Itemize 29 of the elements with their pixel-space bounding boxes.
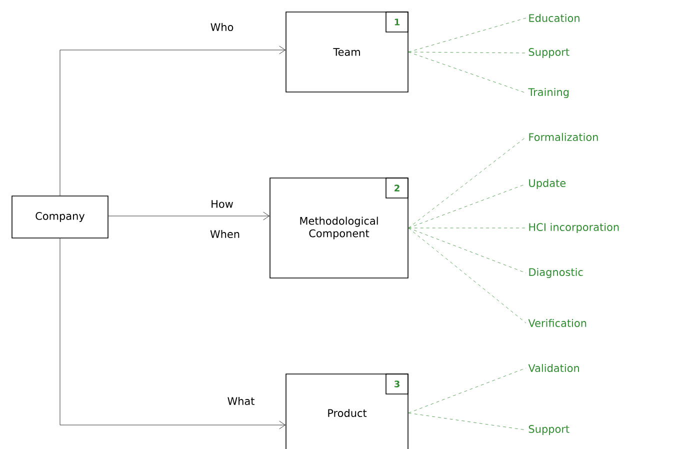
item-label: Validation: [528, 364, 579, 372]
item-label: Support: [528, 48, 570, 58]
dashed-connector: [408, 52, 526, 94]
text-label: When: [208, 228, 242, 240]
arrow: [60, 46, 286, 196]
process-box: Company: [12, 196, 108, 238]
item-label: Education: [529, 14, 580, 22]
dashed-connector: [408, 228, 526, 324]
number-badge: 3: [386, 374, 408, 394]
dashed-connector: [408, 368, 526, 414]
item-label: Verification: [528, 318, 586, 328]
item-label: Update: [529, 178, 566, 190]
item-label: HCI incorporation: [529, 222, 619, 234]
item-label: Diagnostic: [529, 268, 583, 278]
number-badge: 1: [386, 12, 408, 32]
dashed-connector: [408, 52, 526, 54]
item-label: Formalization: [529, 132, 598, 142]
item-label: Support: [528, 425, 570, 435]
dashed-connector: [408, 228, 526, 274]
arrow: [60, 238, 286, 430]
edge-label: What: [226, 396, 256, 406]
edge-label: How: [210, 199, 234, 209]
dashed-connector: [408, 18, 526, 52]
dashed-connector: [408, 136, 526, 228]
dashed-connector: [408, 412, 526, 430]
arrow: [108, 212, 270, 220]
number-badge: 2: [386, 178, 408, 198]
edge-label: Who: [209, 22, 235, 32]
item-label: Training: [528, 88, 569, 98]
